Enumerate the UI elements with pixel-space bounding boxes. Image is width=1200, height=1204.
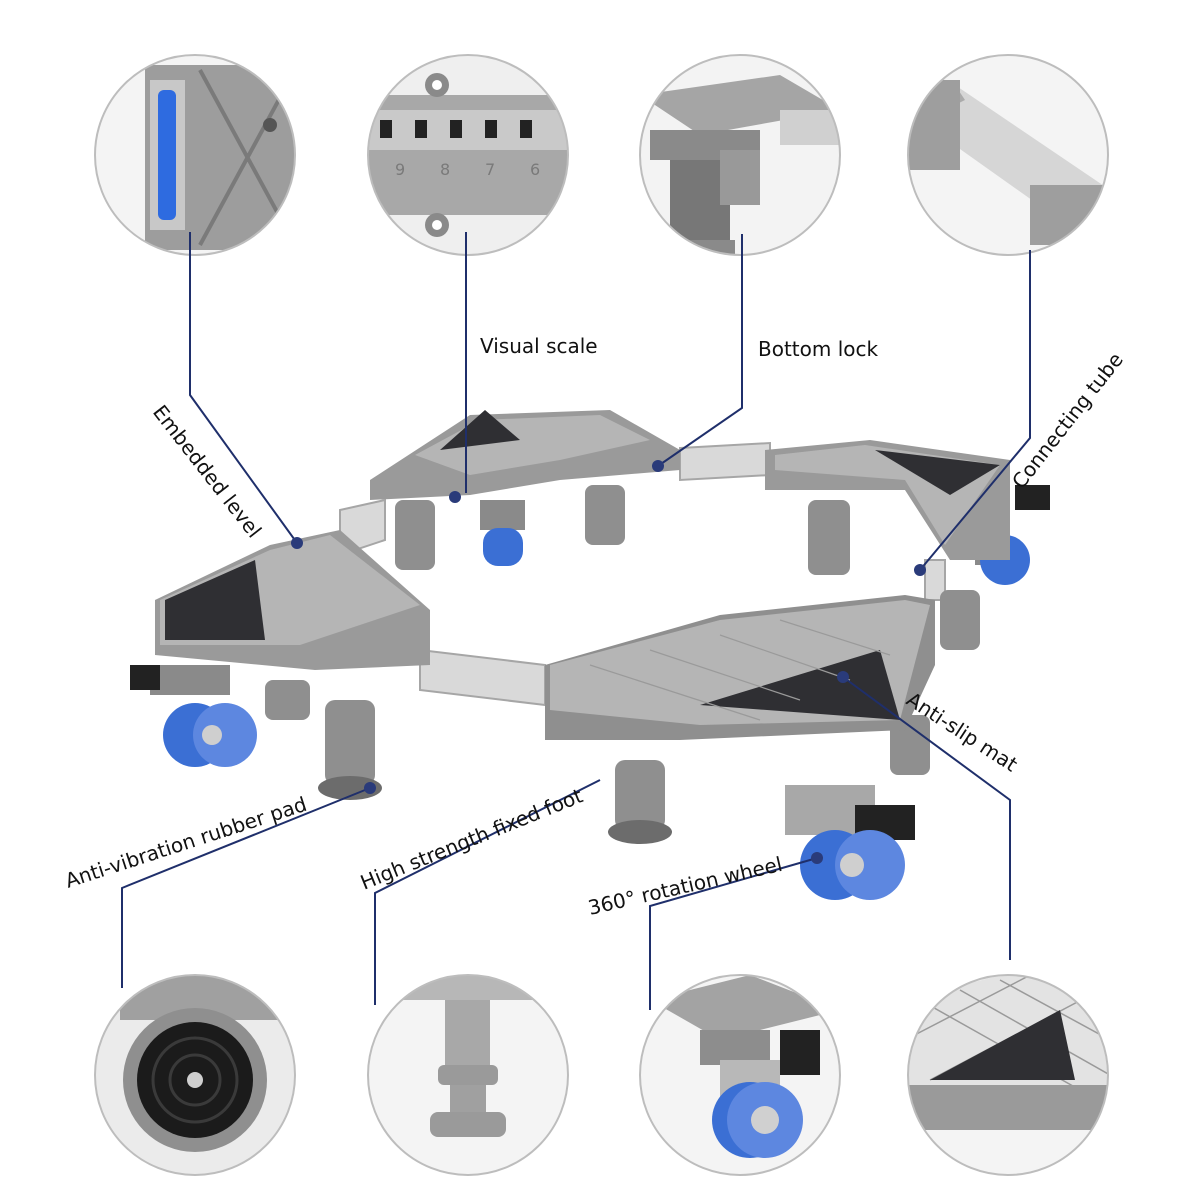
anti-slip-pad [440,410,520,450]
scale-number: 7 [485,160,495,179]
detail-circle-visual-scale: 9 8 7 6 [367,54,569,256]
detail-circle-rotation-wheel [639,974,841,1176]
corner-plate-back [370,410,680,500]
label-embedded-level: Embedded level [148,400,266,542]
detail-circle-fixed-foot [367,974,569,1176]
detail-circle-connecting-tube [907,54,1109,256]
caster-wheels [130,485,1050,900]
label-bottom-lock: Bottom lock [758,337,879,361]
corner-plate-right [765,440,1010,560]
label-fixed-foot: High strength fixed foot [357,783,586,894]
label-rotation-wheel: 360° rotation wheel [586,852,785,920]
label-visual-scale: Visual scale [480,334,598,358]
scale-number: 8 [440,160,450,179]
scale-number: 6 [530,160,540,179]
washing-machine-base [130,410,1050,900]
label-anti-vibration-pad: Anti-vibration rubber pad [62,792,310,893]
anti-slip-pad [875,450,1000,495]
anti-slip-pad [700,650,900,720]
detail-circle-bottom-lock [639,54,841,256]
label-connecting-tube: Connecting tube [1007,348,1128,493]
corner-plate-left [155,530,430,670]
anti-slip-pad [165,560,265,640]
scale-number: 9 [395,160,405,179]
detail-circle-embedded-level [94,54,296,256]
callout-dots [291,460,926,864]
corner-plate-front [545,595,935,740]
support-feet [265,485,980,844]
leader-lines [121,232,1031,1010]
bubble-level-icon [158,90,176,220]
detail-circle-rubber-pad [94,974,296,1176]
detail-circle-anti-slip-mat [907,974,1109,1176]
